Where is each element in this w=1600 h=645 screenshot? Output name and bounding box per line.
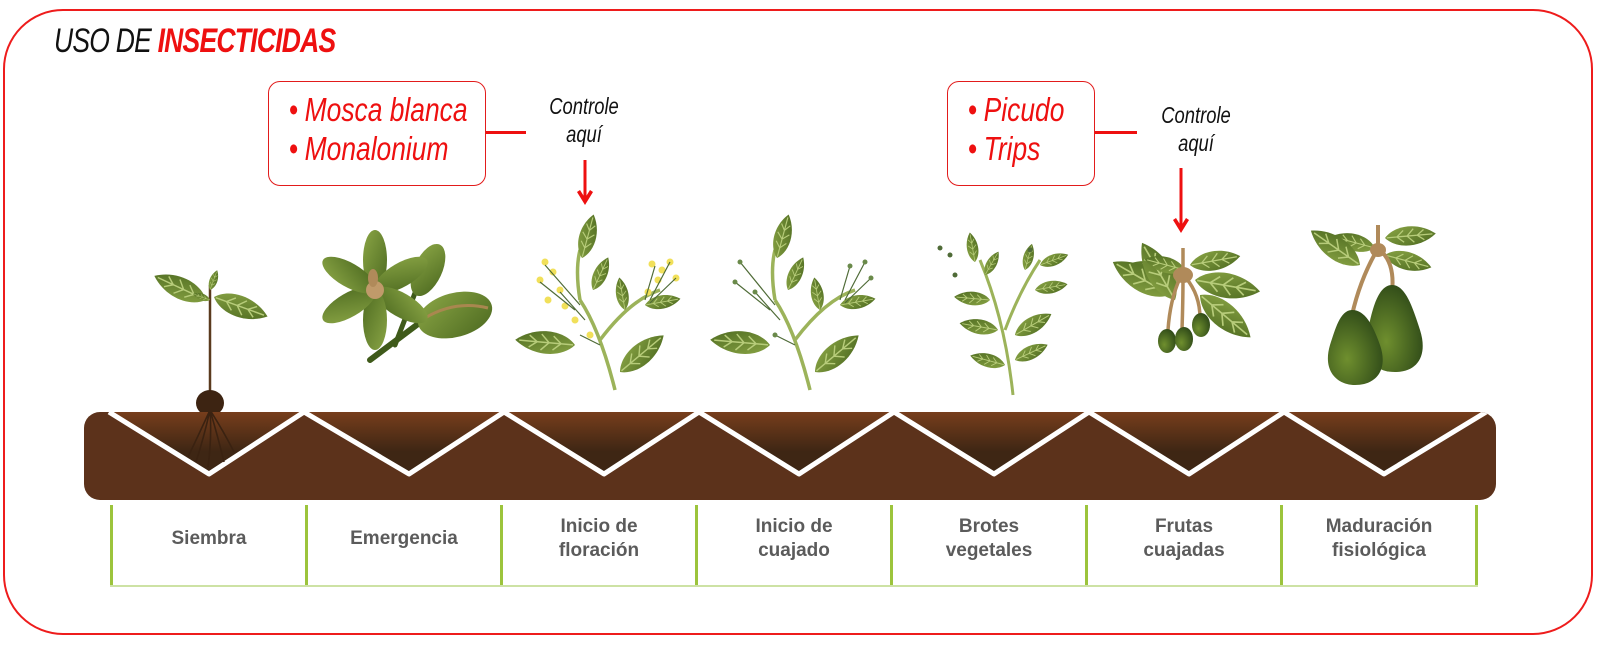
pest-callout-2: •Picudo •Trips	[947, 81, 1095, 186]
title-prefix: USO DE	[54, 22, 158, 60]
vegetative-shoot-icon	[937, 231, 1071, 396]
seedling-icon	[149, 265, 272, 416]
bullet-icon: •	[968, 130, 978, 167]
pest-item: •Monalonium	[289, 130, 449, 167]
stage-inicio-cuajado: Inicio de cuajado	[695, 505, 890, 585]
bullet-icon: •	[289, 91, 299, 128]
page-title: USO DE INSECTICIDAS	[54, 22, 337, 61]
stages-baseline	[110, 585, 1478, 587]
pest-item: •Trips	[968, 130, 1041, 167]
soil-band	[84, 412, 1496, 500]
pest-list-1: •Mosca blanca •Monalonium	[289, 90, 512, 168]
down-arrow-icon	[1173, 168, 1189, 233]
stage-maduracion-fisiologica: Maduración fisiológica	[1280, 505, 1478, 585]
plant-illustrations	[149, 211, 1438, 416]
bullet-icon: •	[968, 91, 978, 128]
control-label-2: Controle aquí	[1161, 102, 1231, 156]
bullet-icon: •	[289, 130, 299, 167]
flower-bud-icon	[322, 230, 493, 363]
stage-brotes-vegetales: Brotes vegetales	[890, 505, 1085, 585]
callout-connector-2	[1095, 131, 1137, 134]
stage-frutas-cuajadas: Frutas cuajadas	[1085, 505, 1280, 585]
down-arrow-icon	[577, 160, 593, 205]
diagram-frame	[3, 9, 1593, 635]
pest-callout-1: •Mosca blanca •Monalonium	[268, 81, 486, 186]
stage-labels: Siembra Emergencia Inicio de floración I…	[110, 505, 1478, 585]
mature-avocado-icon	[1303, 220, 1438, 385]
young-fruit-icon	[1105, 235, 1263, 353]
stage-inicio-floracion: Inicio de floración	[500, 505, 695, 585]
title-highlight: INSECTICIDAS	[157, 22, 337, 60]
flowering-branch-icon	[513, 211, 683, 391]
pest-item: •Mosca blanca	[289, 91, 468, 128]
stage-siembra: Siembra	[110, 505, 305, 585]
stage-emergencia: Emergencia	[305, 505, 500, 585]
fruit-set-branch-icon	[708, 211, 878, 391]
pest-item: •Picudo	[968, 91, 1065, 128]
pest-list-2: •Picudo •Trips	[968, 90, 1088, 168]
roots-icon	[187, 412, 235, 468]
callout-connector-1	[486, 131, 526, 134]
control-label-1: Controle aquí	[549, 93, 619, 147]
